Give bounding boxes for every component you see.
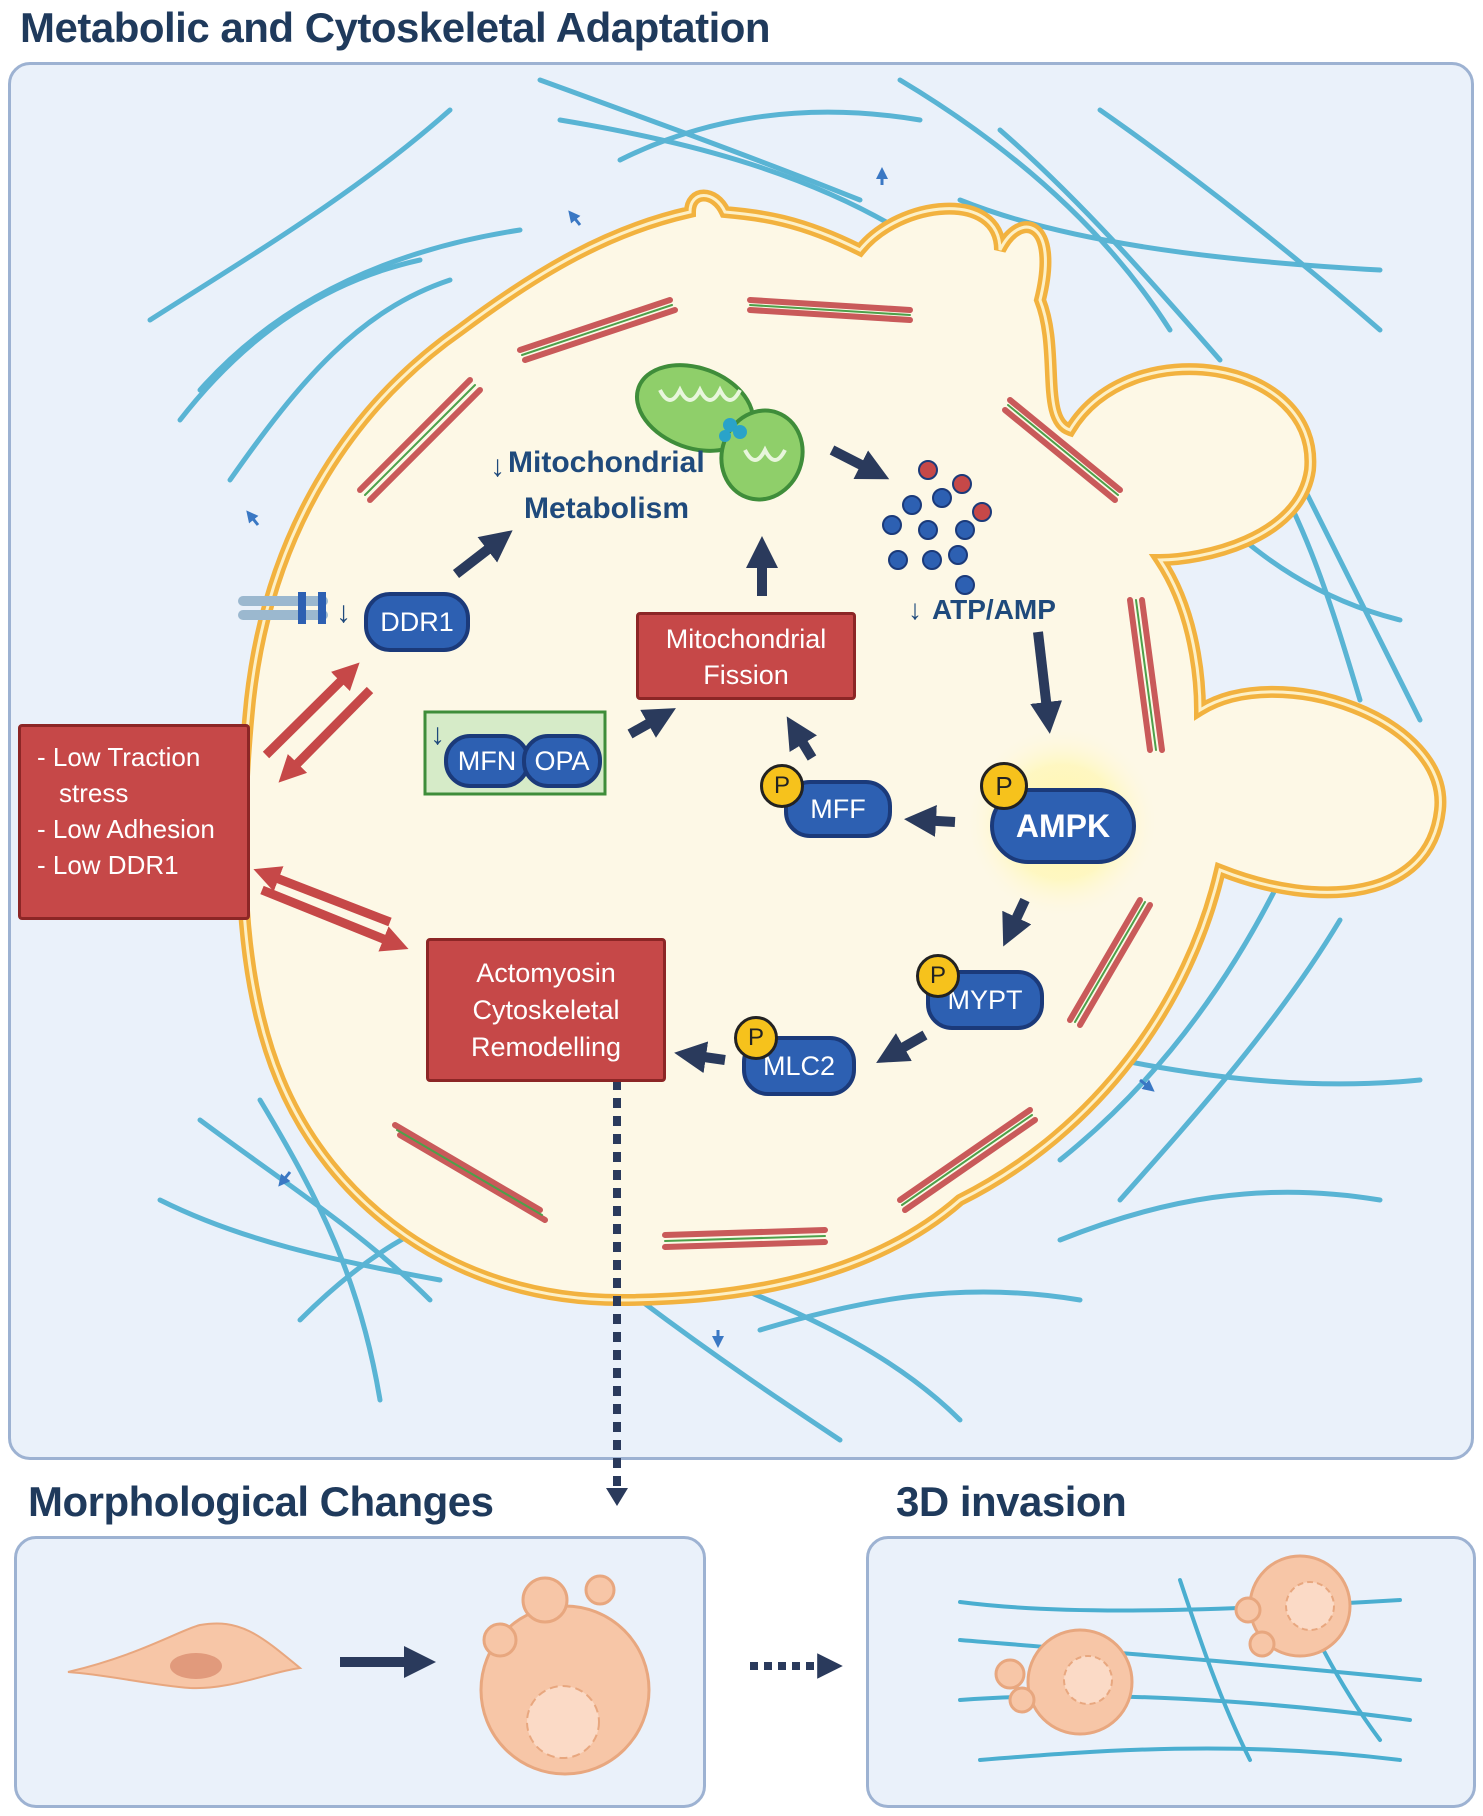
- atp-amp-label: ATP/AMP: [932, 594, 1056, 625]
- condition-stress: stress: [59, 778, 129, 808]
- atp-down-arrow: ↓: [908, 594, 922, 625]
- actomyosin-remodelling-box: Actomyosin Cytoskeletal Remodelling: [426, 938, 666, 1082]
- mitochondrion-icon: [634, 363, 805, 502]
- mito-metab-label-2: Metabolism: [524, 492, 690, 525]
- mlc2-phospho-badge: P: [734, 1016, 778, 1060]
- condition-adhesion: - Low Adhesion: [37, 814, 215, 844]
- mypt-phospho-badge: P: [916, 954, 960, 998]
- red-arrows: [253, 662, 409, 952]
- main-title: Metabolic and Cytoskeletal Adaptation: [20, 4, 771, 51]
- condition-traction: - Low Traction: [37, 742, 201, 772]
- mfn-down-arrow: ↓: [430, 718, 445, 751]
- morph-title: Morphological Changes: [28, 1478, 494, 1525]
- mff-phospho-badge: P: [760, 764, 804, 808]
- mito-metab-down-arrow: ↓: [490, 450, 505, 483]
- cell-icon: [67, 1574, 843, 1776]
- mito-metab-label-1: Mitochondrial: [508, 446, 705, 479]
- ampk-phospho-badge: P: [980, 762, 1028, 810]
- fission-line-1: Mitochondrial: [665, 624, 827, 654]
- ddr1-protein: DDR1: [364, 592, 470, 652]
- signal-arrows: [452, 445, 1063, 1074]
- invasion-title: 3D invasion: [896, 1478, 1127, 1525]
- mypt-protein: MYPT: [926, 970, 1044, 1030]
- actin-filament-icon: [357, 297, 1165, 1250]
- ddr1-down-arrow: ↓: [336, 596, 351, 629]
- conditions-box: - Low Traction stress - Low Adhesion - L…: [18, 724, 250, 920]
- invasion-panel: [866, 1536, 1476, 1808]
- invasion-graphic: [958, 1554, 1422, 1762]
- acto-line-2: Cytoskeletal: [472, 995, 620, 1025]
- metabolite-dots-icon: [882, 460, 992, 595]
- mfn-protein: MFN: [444, 734, 530, 788]
- acto-line-1: Actomyosin: [476, 958, 616, 988]
- mitochondrial-fission-box: Mitochondrial Fission: [636, 612, 856, 700]
- receptor-icon: [238, 592, 328, 624]
- dashed-arrow-head: [606, 1488, 628, 1506]
- acto-line-3: Remodelling: [470, 1032, 622, 1062]
- condition-ddr1: - Low DDR1: [37, 850, 179, 880]
- opa-protein: OPA: [522, 734, 602, 788]
- fission-line-2: Fission: [703, 660, 789, 690]
